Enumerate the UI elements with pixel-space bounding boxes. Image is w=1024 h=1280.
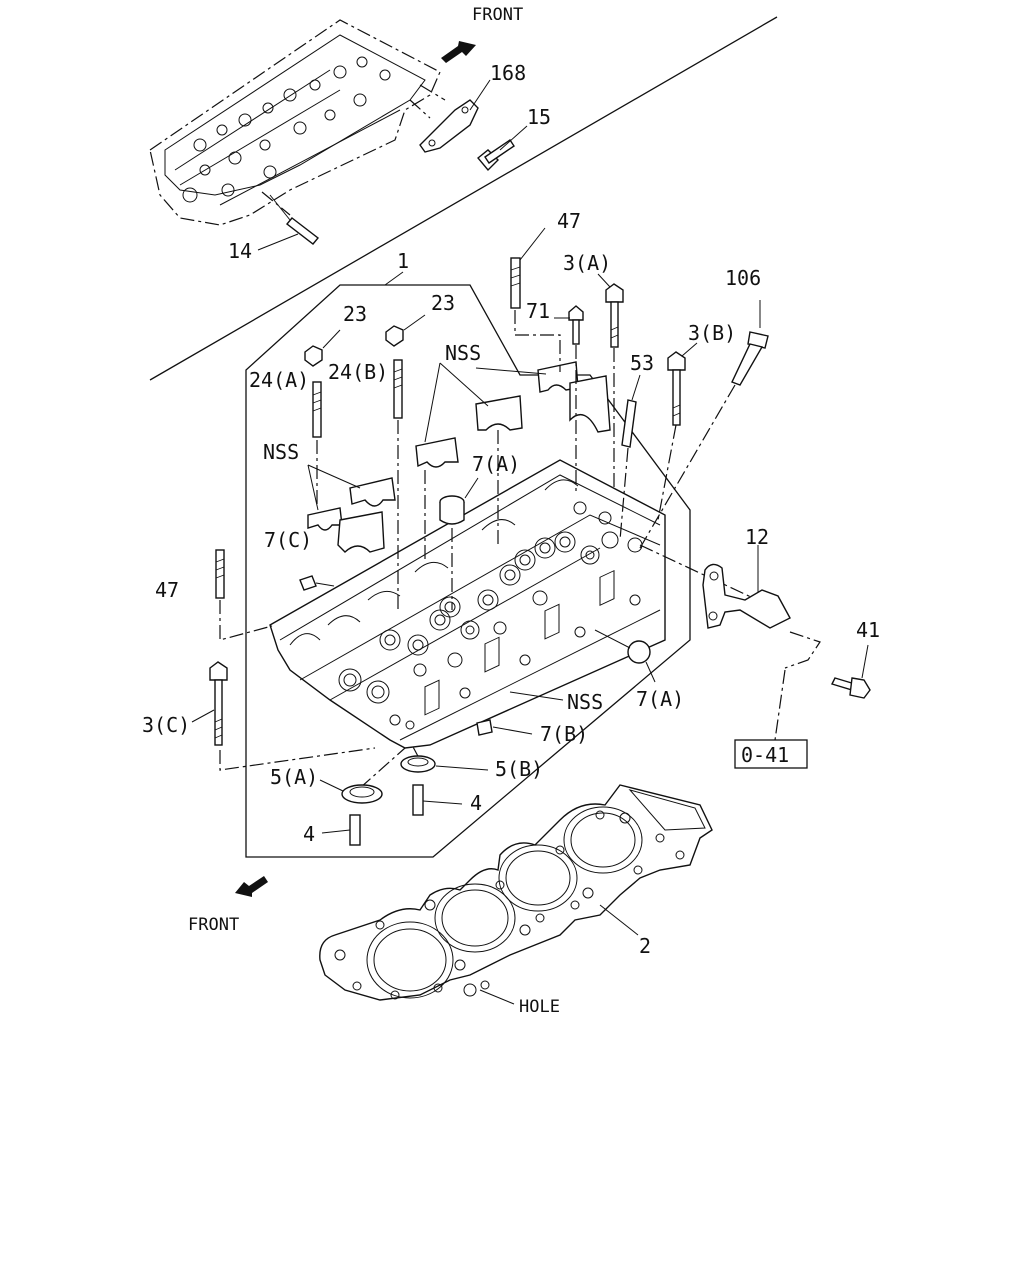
- part-23-nut-left: [304, 345, 323, 367]
- part-14-stud: [269, 194, 320, 245]
- label-168: 168: [490, 61, 526, 85]
- label-4-left: 4: [303, 822, 315, 846]
- part-4-dowel-left: [349, 814, 361, 846]
- label-front-top: FRONT: [472, 5, 523, 25]
- part-12-bracket: [702, 563, 791, 629]
- part-47-left-stud: [215, 549, 225, 599]
- label-106: 106: [725, 266, 761, 290]
- label-47-left: 47: [155, 578, 179, 602]
- part-23-nut-right: [385, 325, 404, 347]
- part-24b-stud: [393, 359, 403, 419]
- label-nss-3: NSS: [567, 690, 603, 714]
- part-3a-bolt: [605, 283, 624, 348]
- label-3a: 3(A): [563, 251, 611, 275]
- camshaft-caps: [307, 361, 611, 553]
- part-3b-bolt: [667, 351, 686, 426]
- cylinder-head-inset: [149, 19, 446, 226]
- label-47-top: 47: [557, 209, 581, 233]
- label-front-bottom: FRONT: [188, 915, 239, 935]
- label-24a: 24(A): [249, 368, 309, 392]
- label-7a-top: 7(A): [472, 452, 520, 476]
- reference-box: [734, 739, 808, 769]
- label-reference-0-41: 0-41: [741, 743, 789, 767]
- divider-line: [149, 16, 778, 381]
- part-7b-plug: [476, 719, 493, 736]
- part-2-head-gasket: [319, 784, 713, 1001]
- part-5b-seal: [400, 755, 436, 773]
- label-4-right: 4: [470, 791, 482, 815]
- part-53-stud: [621, 399, 637, 448]
- label-3b: 3(B): [688, 321, 736, 345]
- label-23-left: 23: [343, 302, 367, 326]
- label-1: 1: [397, 249, 409, 273]
- label-5b: 5(B): [495, 757, 543, 781]
- part-106-bolt: [731, 331, 769, 386]
- label-nss-1: NSS: [445, 341, 481, 365]
- label-7c: 7(C): [264, 528, 312, 552]
- label-23-right: 23: [431, 291, 455, 315]
- label-nss-2: NSS: [263, 440, 299, 464]
- part-7c-plug: [299, 575, 317, 591]
- part-4-dowel-right: [412, 784, 424, 816]
- part-24a-stud: [312, 381, 322, 438]
- part-7a-plug-right: [627, 640, 651, 664]
- part-168-bracket: [419, 99, 479, 153]
- label-hole: HOLE: [519, 997, 560, 1017]
- label-15: 15: [527, 105, 551, 129]
- label-7a-right: 7(A): [636, 687, 684, 711]
- part-41-bolt: [831, 677, 871, 699]
- part-15-bolt: [477, 139, 515, 172]
- label-53: 53: [630, 351, 654, 375]
- label-3c: 3(C): [142, 713, 190, 737]
- label-12: 12: [745, 525, 769, 549]
- part-3c-bolt: [209, 661, 228, 746]
- label-71: 71: [526, 299, 550, 323]
- label-24b: 24(B): [328, 360, 388, 384]
- part-71-bolt: [568, 305, 584, 345]
- cylinder-head-body: [269, 459, 666, 749]
- front-arrow-bottom: [235, 876, 268, 897]
- part-7a-plug-top: [439, 495, 465, 525]
- front-arrow-top: [441, 41, 476, 63]
- part-47-top-stud: [510, 257, 521, 309]
- label-5a: 5(A): [270, 765, 318, 789]
- label-41: 41: [856, 618, 880, 642]
- label-2: 2: [639, 934, 651, 958]
- assembly-guide-lines: [219, 310, 769, 789]
- part-5a-seal: [341, 784, 383, 804]
- assembly-boundary: [245, 284, 691, 858]
- label-7b: 7(B): [540, 722, 588, 746]
- label-14: 14: [228, 239, 252, 263]
